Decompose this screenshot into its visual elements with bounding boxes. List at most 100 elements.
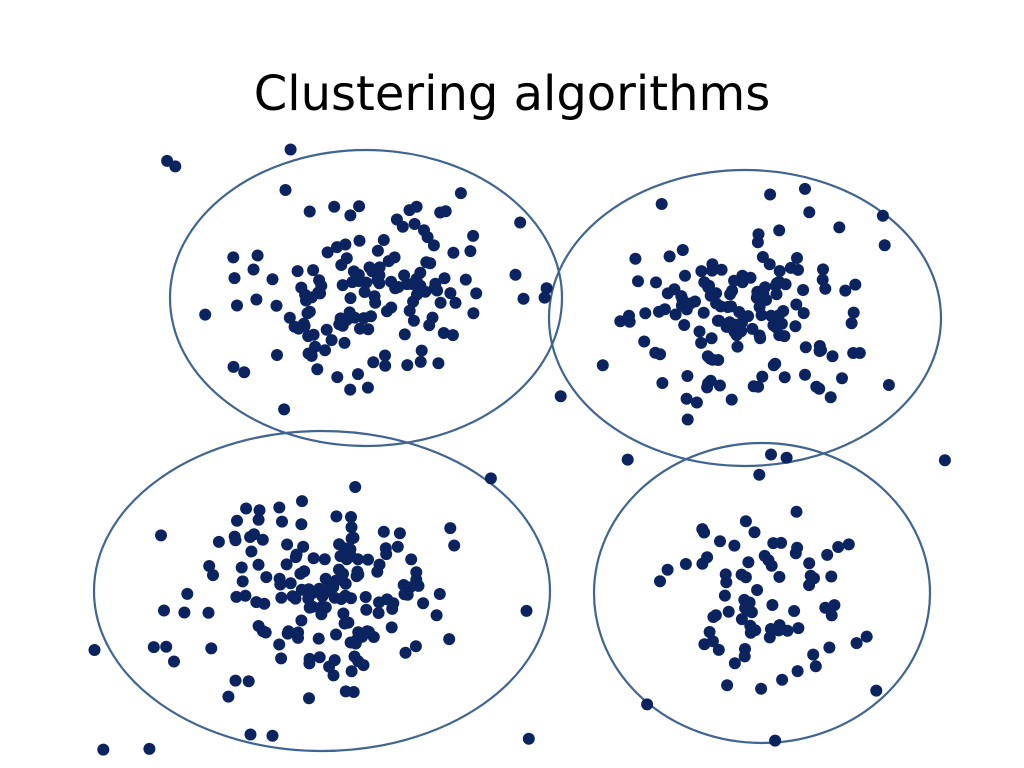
data-point [791, 665, 804, 678]
data-point [446, 329, 459, 342]
data-point [751, 584, 764, 596]
data-point [882, 379, 895, 391]
data-point [764, 623, 777, 635]
data-point [707, 611, 720, 623]
data-point [251, 249, 264, 262]
data-point [747, 380, 760, 393]
data-point [283, 311, 296, 324]
data-point [345, 532, 358, 545]
data-point [797, 307, 810, 320]
data-point [448, 539, 461, 552]
data-point [276, 515, 288, 528]
data-point [701, 551, 714, 564]
data-point [733, 306, 746, 318]
data-point [746, 322, 759, 335]
data-point [271, 349, 283, 361]
data-point [281, 538, 294, 551]
data-points [88, 143, 951, 756]
data-point [444, 522, 457, 535]
data-point [817, 263, 829, 276]
data-point [331, 371, 344, 384]
data-point [735, 568, 748, 581]
data-point [703, 279, 715, 292]
data-point [319, 572, 332, 585]
data-point [379, 349, 391, 362]
data-point [330, 510, 343, 523]
data-point [284, 577, 297, 590]
data-point [792, 263, 804, 276]
data-point [353, 234, 366, 247]
data-point [750, 291, 763, 304]
data-point [763, 258, 776, 271]
data-point [722, 605, 735, 618]
data-point [432, 357, 445, 370]
data-point [678, 319, 691, 331]
data-point [352, 368, 364, 381]
data-point [335, 259, 348, 271]
data-point [294, 567, 307, 580]
data-point [656, 377, 669, 389]
data-point [697, 306, 710, 319]
data-point [730, 329, 743, 342]
data-point [833, 221, 846, 234]
data-point [97, 743, 110, 756]
data-point [361, 381, 374, 394]
data-point [679, 558, 692, 570]
data-point [274, 578, 287, 591]
data-point [178, 606, 191, 619]
data-point [826, 350, 839, 363]
data-point [323, 585, 336, 598]
data-point [347, 265, 360, 278]
data-point [434, 206, 447, 219]
data-point [380, 305, 393, 318]
data-point [338, 336, 351, 349]
data-point [303, 657, 316, 670]
data-point [352, 553, 364, 566]
data-point [790, 298, 803, 311]
data-point [773, 224, 786, 237]
data-point [788, 605, 801, 617]
data-point [738, 650, 751, 663]
data-point [250, 293, 263, 306]
data-point [258, 597, 271, 610]
cluster-boundaries [92, 148, 943, 753]
data-point [540, 282, 553, 295]
data-point [799, 368, 811, 381]
data-point [813, 382, 826, 395]
data-point [417, 597, 430, 610]
data-point [349, 481, 362, 493]
data-point [339, 685, 352, 698]
data-point [231, 299, 243, 312]
data-point [828, 599, 841, 612]
data-point [357, 659, 370, 672]
data-point [245, 545, 258, 558]
data-point [764, 188, 777, 201]
data-point [711, 314, 724, 327]
data-point [803, 557, 816, 570]
data-point [405, 553, 418, 566]
data-point [385, 621, 398, 634]
cluster-ellipse-top-right [547, 168, 943, 468]
data-point [842, 538, 855, 551]
data-point [596, 359, 609, 372]
data-point [681, 413, 694, 426]
data-point [676, 244, 689, 256]
data-point [240, 502, 253, 515]
data-point [348, 650, 361, 663]
data-point [328, 654, 341, 667]
data-point [679, 269, 691, 282]
data-point [746, 624, 759, 637]
data-point [303, 205, 316, 218]
data-point [393, 527, 406, 540]
data-point [755, 682, 768, 695]
data-point [168, 655, 180, 668]
data-point [433, 588, 446, 600]
data-point [464, 245, 477, 258]
data-point [809, 660, 822, 673]
data-point [344, 383, 357, 396]
data-point [755, 309, 768, 322]
data-point [401, 588, 414, 601]
data-point [270, 299, 283, 312]
data-point [266, 273, 279, 286]
